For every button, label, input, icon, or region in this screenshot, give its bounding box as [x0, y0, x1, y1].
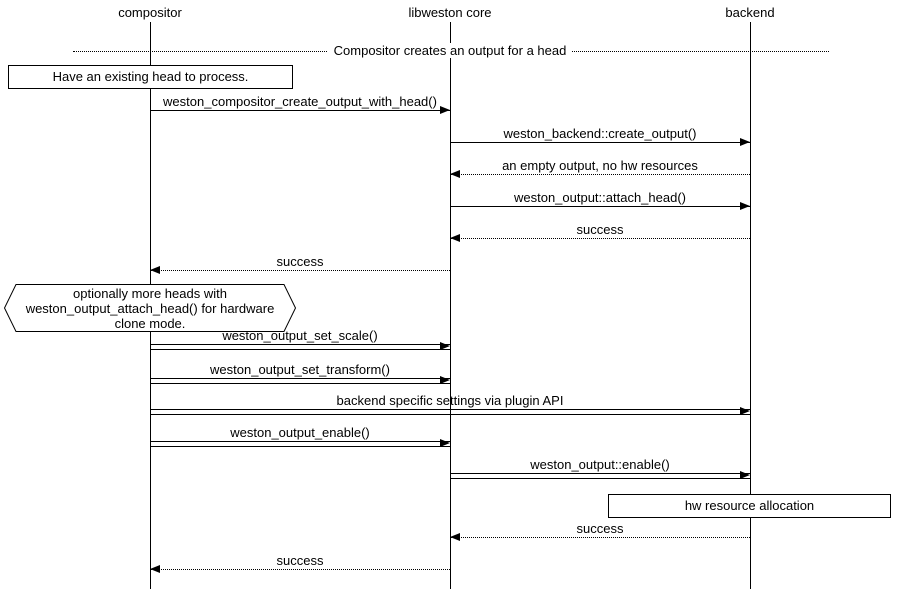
arrowhead-right-icon: [740, 471, 750, 479]
message-label: weston_output_set_scale(): [222, 328, 378, 343]
message-line: [450, 142, 750, 143]
message-line: [450, 174, 750, 175]
arrowhead-right-icon: [440, 376, 450, 384]
message-backend-plugin-api-settings: backend specific settings via plugin API: [150, 393, 750, 419]
note-existing-head: Have an existing head to process.: [8, 65, 293, 89]
message-label: weston_output_set_transform(): [210, 362, 390, 377]
actor-label-compositor: compositor: [118, 5, 182, 20]
arrowhead-left-icon: [450, 234, 460, 242]
message-create-output-success: success: [150, 254, 450, 280]
message-line: [150, 378, 450, 384]
note-optional-heads-text: optionally more heads with weston_output…: [25, 285, 275, 331]
message-output-set-scale: weston_output_set_scale(): [150, 328, 450, 354]
message-label: weston_output::attach_head(): [513, 190, 686, 205]
message-empty-output-return: an empty output, no hw resources: [450, 158, 750, 184]
lifeline-backend: [750, 22, 751, 589]
message-output-enable: weston_output_enable(): [150, 425, 450, 451]
message-enable-success-core: success: [150, 553, 450, 579]
message-label: weston_compositor_create_output_with_hea…: [163, 94, 437, 109]
arrowhead-right-icon: [740, 138, 750, 146]
divider-title: Compositor creates an output for a head: [0, 43, 900, 59]
message-line: [150, 409, 750, 415]
arrowhead-right-icon: [440, 439, 450, 447]
arrowhead-left-icon: [150, 565, 160, 573]
message-output-set-transform: weston_output_set_transform(): [150, 362, 450, 388]
arrowhead-left-icon: [150, 266, 160, 274]
message-label: success: [276, 254, 324, 269]
message-label: weston_backend::create_output(): [503, 126, 697, 141]
note-optional-heads: optionally more heads with weston_output…: [4, 284, 296, 332]
message-label: success: [576, 222, 624, 237]
message-enable-success-backend: success: [450, 521, 750, 547]
message-line: [150, 110, 450, 111]
message-label: success: [576, 521, 624, 536]
message-label: an empty output, no hw resources: [502, 158, 698, 173]
message-line: [450, 473, 750, 479]
message-backend-output-enable: weston_output::enable(): [450, 457, 750, 483]
message-label: success: [276, 553, 324, 568]
arrowhead-left-icon: [450, 533, 460, 541]
actor-label-backend: backend: [725, 5, 775, 20]
actor-label-libweston-core: libweston core: [408, 5, 492, 20]
message-line: [450, 238, 750, 239]
message-create-output-with-head: weston_compositor_create_output_with_hea…: [150, 94, 450, 120]
arrowhead-right-icon: [440, 342, 450, 350]
message-line: [150, 344, 450, 350]
message-line: [150, 569, 450, 570]
message-label: weston_output_enable(): [230, 425, 370, 440]
lifeline-libweston-core: [450, 22, 451, 589]
hexagon-note-shape: [4, 284, 296, 332]
message-line: [450, 537, 750, 538]
message-backend-create-output: weston_backend::create_output(): [450, 126, 750, 152]
message-output-attach-head: weston_output::attach_head(): [450, 190, 750, 216]
message-line: [450, 206, 750, 207]
arrowhead-right-icon: [440, 106, 450, 114]
message-attach-head-success: success: [450, 222, 750, 248]
arrowhead-right-icon: [740, 407, 750, 415]
message-label: weston_output::enable(): [530, 457, 670, 472]
message-label: backend specific settings via plugin API: [336, 393, 564, 408]
arrowhead-left-icon: [450, 170, 460, 178]
arrowhead-right-icon: [740, 202, 750, 210]
message-line: [150, 270, 450, 271]
divider-title-text: Compositor creates an output for a head: [327, 43, 573, 58]
note-hw-resource-allocation: hw resource allocation: [608, 494, 891, 518]
message-line: [150, 441, 450, 447]
